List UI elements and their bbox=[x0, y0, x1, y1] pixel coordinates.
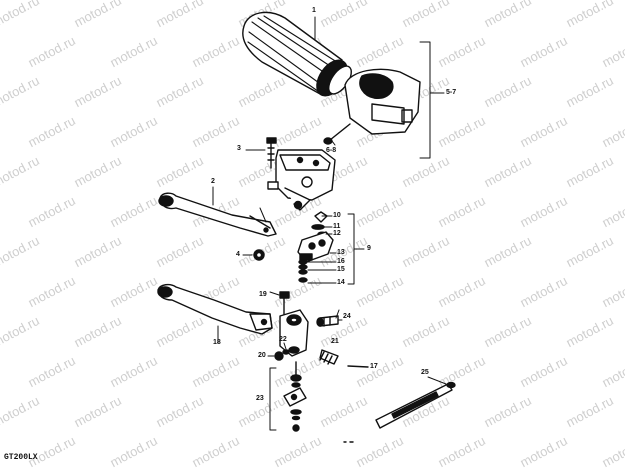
switch-assembly-23 bbox=[283, 361, 307, 432]
throttle-grip bbox=[242, 11, 352, 97]
bolt-3 bbox=[266, 137, 277, 169]
callout-13: 13 bbox=[337, 249, 345, 256]
leader-17 bbox=[347, 365, 369, 368]
callout-21: 21 bbox=[331, 338, 339, 345]
callout-18: 18 bbox=[213, 339, 221, 346]
callout-1: 1 bbox=[312, 7, 316, 14]
callout-19: 19 bbox=[259, 291, 267, 298]
nut-20 bbox=[274, 351, 284, 361]
switch-assembly-9 bbox=[297, 211, 334, 283]
callout-20: 20 bbox=[258, 352, 266, 359]
washer-22 bbox=[282, 349, 290, 355]
callout-22: 22 bbox=[279, 336, 287, 343]
leader-lines bbox=[212, 16, 447, 385]
callout-3: 3 bbox=[237, 145, 241, 152]
callout-25: 25 bbox=[421, 369, 429, 376]
bolt-19 bbox=[279, 291, 290, 317]
callout-12: 12 bbox=[333, 230, 341, 237]
nut-4 bbox=[253, 249, 265, 261]
callout-23: 23 bbox=[256, 395, 264, 402]
callout-14: 14 bbox=[337, 279, 345, 286]
callout-6-8: 6-8 bbox=[326, 147, 337, 154]
master-cylinder bbox=[267, 149, 336, 211]
screw-24 bbox=[316, 315, 339, 327]
callout-4: 4 bbox=[236, 251, 240, 258]
callout-2: 2 bbox=[211, 178, 215, 185]
callout-11: 11 bbox=[333, 223, 341, 230]
callout-15: 15 bbox=[337, 266, 345, 273]
adjuster-21 bbox=[319, 349, 339, 365]
callout-16: 16 bbox=[337, 258, 345, 265]
model-code: GT200LX bbox=[4, 453, 38, 462]
callout-9: 9 bbox=[367, 245, 371, 252]
screw-6-8 bbox=[323, 123, 351, 145]
callout-5-7: 5-7 bbox=[446, 89, 457, 96]
clutch-lever bbox=[157, 283, 273, 335]
callout-24: 24 bbox=[343, 313, 351, 320]
brackets bbox=[269, 41, 445, 431]
callout-10: 10 bbox=[333, 212, 341, 219]
clutch-lever-holder bbox=[279, 309, 309, 357]
callout-17: 17 bbox=[370, 363, 378, 370]
cable-band-25 bbox=[375, 381, 456, 429]
switch-housing bbox=[344, 68, 421, 135]
brake-lever bbox=[158, 192, 277, 237]
